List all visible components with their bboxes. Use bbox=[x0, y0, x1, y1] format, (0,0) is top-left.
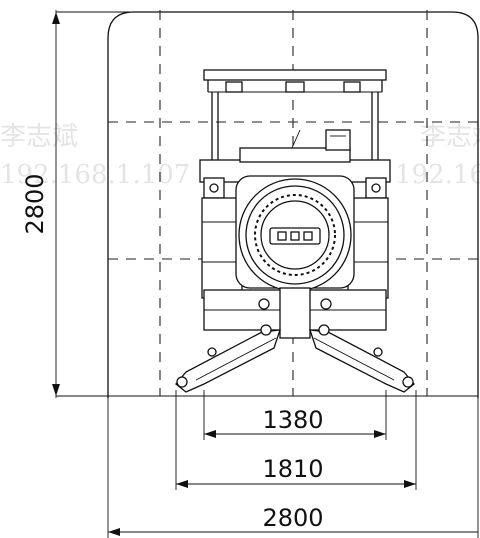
watermark: 李志斌 192.168.1.107 李志斌 192.168. bbox=[0, 122, 480, 190]
watermark-ip-right: 192.168. bbox=[395, 160, 480, 190]
width-dimension-2800-label: 2800 bbox=[262, 504, 323, 532]
width-dimension-1380-label: 1380 bbox=[262, 406, 323, 434]
width-dimension-1810-label: 1810 bbox=[262, 455, 323, 483]
height-dimension: 2800 bbox=[21, 10, 178, 398]
width-dimension-1810: 1810 bbox=[175, 390, 417, 490]
width-dimension-1380: 1380 bbox=[203, 390, 387, 440]
watermark-name-left: 李志斌 bbox=[0, 122, 78, 152]
machine-body bbox=[175, 69, 415, 393]
watermark-ip-left: 192.168.1.107 bbox=[0, 160, 190, 190]
watermark-name-right: 李志斌 bbox=[420, 122, 480, 152]
width-dimension-2800: 2800 bbox=[107, 396, 479, 538]
height-dimension-label: 2800 bbox=[21, 173, 49, 234]
